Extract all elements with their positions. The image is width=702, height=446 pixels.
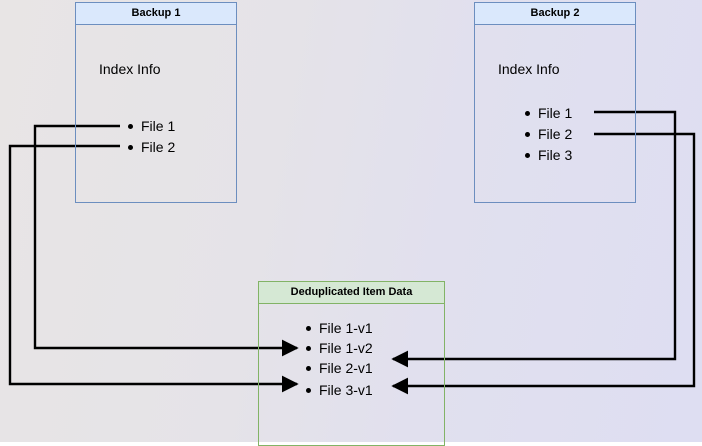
- node-backup-2-body: Index Info File 1 File 2 File 3: [475, 25, 635, 202]
- list-item[interactable]: File 3: [524, 147, 572, 163]
- list-item[interactable]: File 1: [524, 105, 572, 121]
- node-backup-2-title: Backup 2: [475, 3, 635, 25]
- dedup-file-list: File 1-v1 File 1-v2 File 2-v1 File 3-v1: [305, 320, 373, 398]
- node-backup-1-body: Index Info File 1 File 2: [76, 25, 236, 202]
- backup-1-index-label: Index Info: [99, 61, 161, 77]
- list-item[interactable]: File 1-v2: [305, 340, 373, 356]
- node-dedup-body: File 1-v1 File 1-v2 File 2-v1 File 3-v1: [259, 304, 444, 445]
- node-backup-2[interactable]: Backup 2 Index Info File 1 File 2 File 3: [474, 2, 636, 203]
- list-item[interactable]: File 2-v1: [305, 360, 373, 376]
- list-item[interactable]: File 2: [127, 139, 175, 155]
- node-deduplicated-item-data[interactable]: Deduplicated Item Data File 1-v1 File 1-…: [258, 281, 445, 446]
- node-backup-1[interactable]: Backup 1 Index Info File 1 File 2: [75, 2, 237, 203]
- backup-2-index-label: Index Info: [498, 61, 560, 77]
- node-dedup-title: Deduplicated Item Data: [259, 282, 444, 304]
- backup-2-file-list: File 1 File 2 File 3: [524, 105, 572, 163]
- list-item[interactable]: File 2: [524, 126, 572, 142]
- node-backup-1-title: Backup 1: [76, 3, 236, 25]
- list-item[interactable]: File 1: [127, 118, 175, 134]
- list-item[interactable]: File 3-v1: [305, 382, 373, 398]
- backup-1-file-list: File 1 File 2: [127, 118, 175, 155]
- list-item[interactable]: File 1-v1: [305, 320, 373, 336]
